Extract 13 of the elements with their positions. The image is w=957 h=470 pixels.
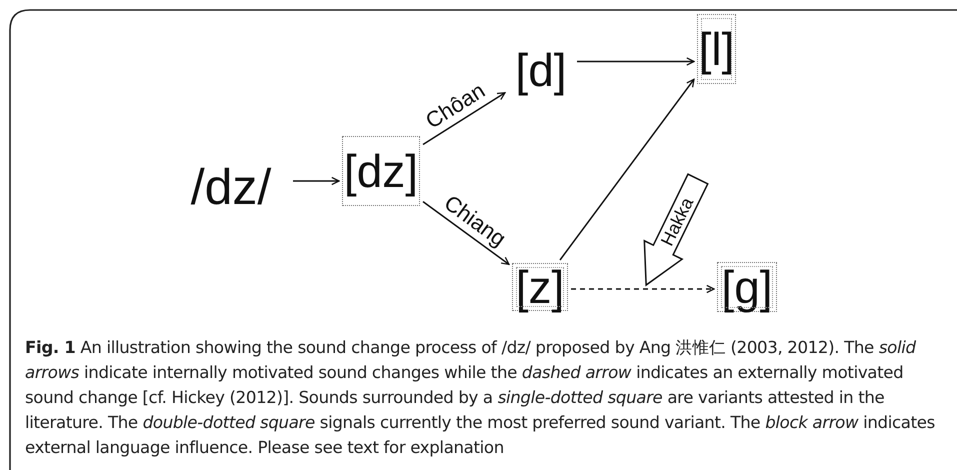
arrow bbox=[293, 176, 340, 186]
sound-box: [z] bbox=[512, 263, 568, 311]
sound-box: [dz] bbox=[342, 136, 420, 206]
sound-label: [d] bbox=[508, 38, 574, 102]
sound-box: [g] bbox=[717, 262, 777, 312]
arrow bbox=[422, 201, 510, 266]
arrow bbox=[559, 78, 695, 260]
sound-box: [l] bbox=[697, 14, 736, 84]
arrow bbox=[577, 57, 695, 66]
arrow bbox=[422, 92, 506, 146]
figure-caption: Fig. 1 An illustration showing the sound change process of /dz/ proposed by Ang 洪惟仁 (2003, 2012). The solid arrows indicate internally motivated sound changes while the dashed arrow indicates an externally motivated sound change [cf. Hickey (2012)]. Sounds surrounded by a single-dotted square are variants attested in the literature. The double-dotted square signals currently the most preferred sound variant. The block arrow indicates external language influence. Please see text for explanation bbox=[25, 337, 936, 459]
dashed-arrow bbox=[571, 284, 715, 294]
sound-label: /dz/ bbox=[172, 156, 290, 218]
